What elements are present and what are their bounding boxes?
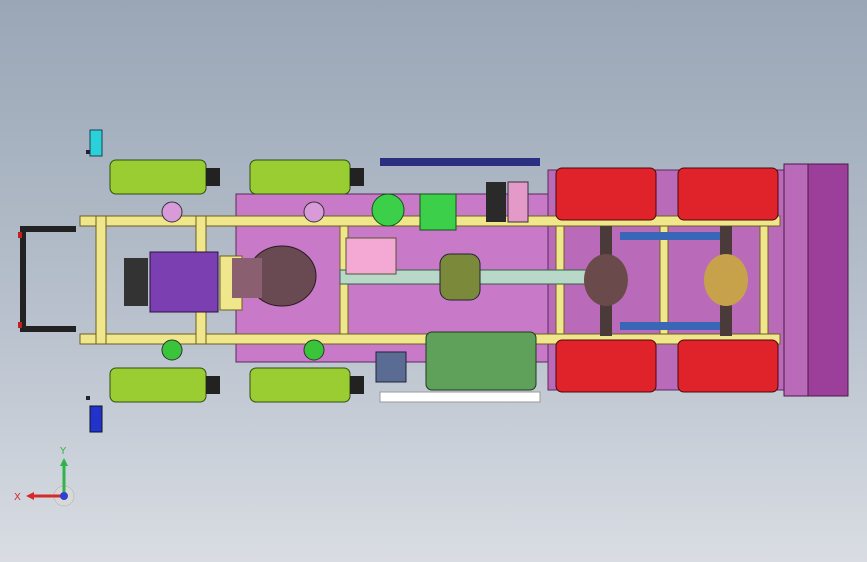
x-axis-label: X (14, 492, 21, 503)
mirror-left[interactable] (86, 129, 103, 157)
rear-tires-right[interactable] (555, 339, 779, 393)
front-axle-knuckles[interactable] (161, 201, 325, 361)
mirror-right[interactable] (86, 396, 103, 433)
y-axis-label: Y (59, 446, 67, 457)
tow-bar[interactable] (18, 226, 76, 332)
front-left-tire[interactable] (109, 159, 364, 195)
driveshaft[interactable] (339, 253, 591, 301)
coordinate-triad: Y X (14, 446, 75, 507)
rear-bumper[interactable] (783, 163, 849, 397)
rear-axles[interactable] (584, 226, 748, 336)
engine-block[interactable] (124, 245, 317, 313)
rear-tires-left[interactable] (555, 167, 779, 221)
fuel-tank[interactable] (375, 331, 537, 391)
battery-box[interactable] (345, 237, 397, 275)
air-tanks-black[interactable] (486, 181, 529, 223)
air-tank-green[interactable] (371, 193, 457, 231)
front-right-tire[interactable] (109, 367, 364, 403)
